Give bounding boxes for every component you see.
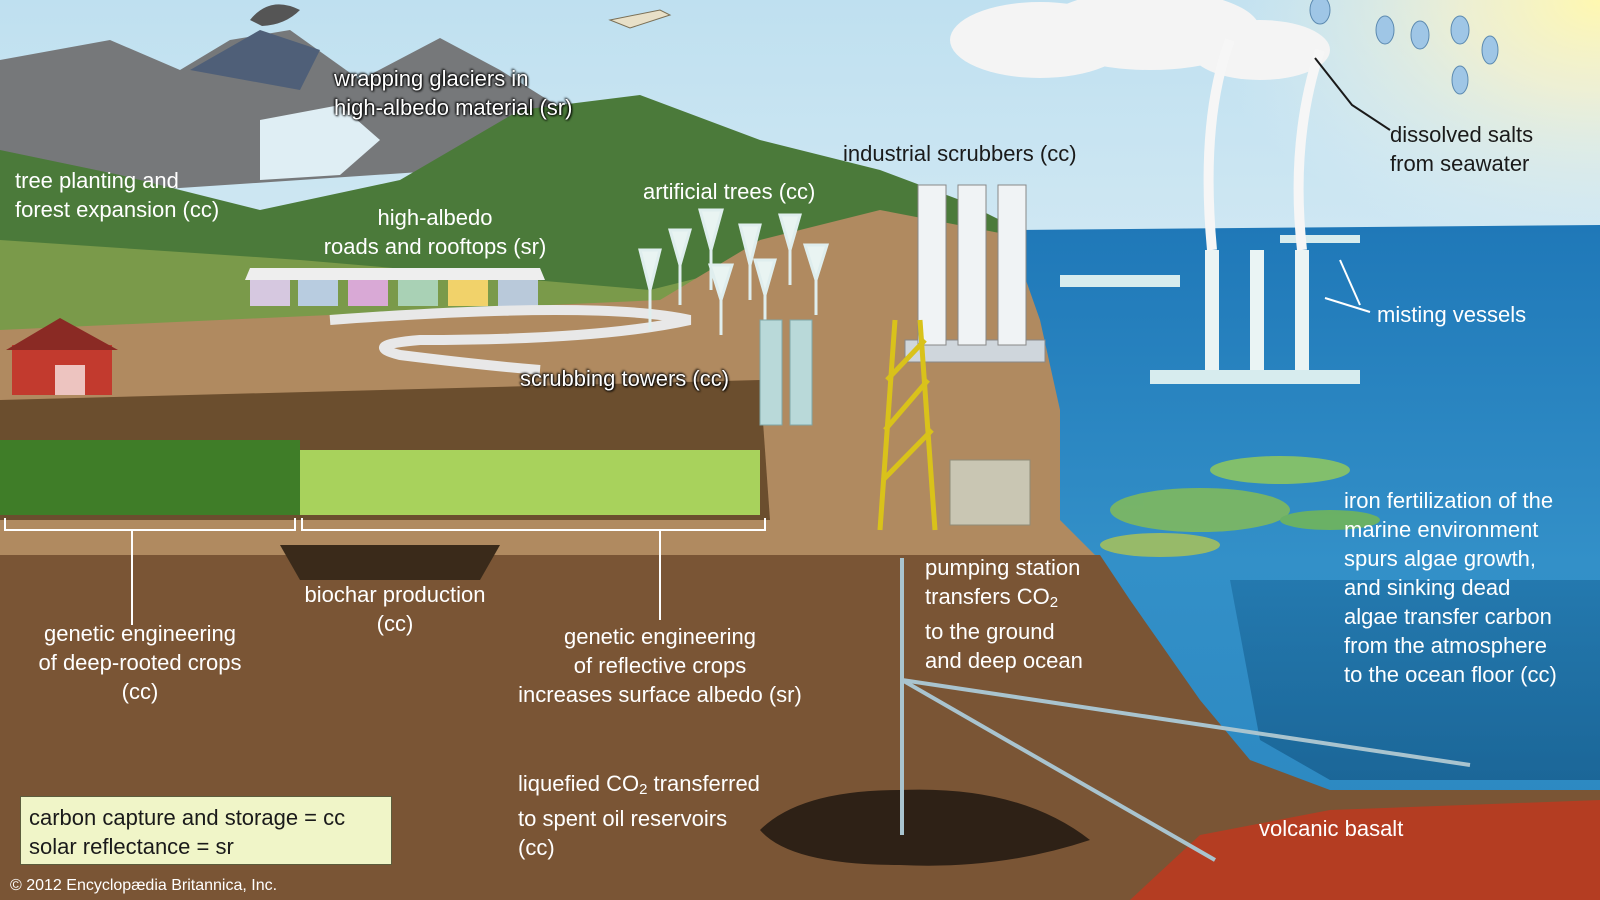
leader-lines-white (4, 259, 1371, 625)
label-liquefied-line3: (cc) (518, 835, 555, 860)
label-liquefied-line1-post: transferred (647, 771, 760, 796)
co2-pipes (900, 558, 1471, 862)
copyright: © 2012 Encyclopædia Britannica, Inc. (10, 877, 278, 894)
label-pumping-line3: to the ground (925, 619, 1055, 644)
label-pumping-line2-text: transfers CO (925, 584, 1050, 609)
label-iron-line5: algae transfer carbon (1344, 604, 1552, 629)
label-roads-line2: roads and rooftops (sr) (323, 234, 547, 259)
underground-soil (0, 555, 1600, 900)
label-iron-line1: iron fertilization of the (1344, 488, 1554, 513)
barn (6, 318, 118, 395)
high-albedo-road (329, 305, 692, 375)
oil-reservoir (760, 789, 1090, 866)
label-biochar-line1: biochar production (304, 582, 486, 607)
label-tree-planting-line2: forest expansion (cc) (15, 197, 220, 222)
label-dissolved-salts-line2: from seawater (1390, 151, 1530, 176)
label-dissolved-salts-line1: dissolved salts (1390, 122, 1534, 147)
label-misting-vessels: misting vessels (1377, 302, 1527, 327)
label-pumping-line2: transfers CO2 (925, 582, 1083, 617)
label-deep-rooted-crops: genetic engineering of deep-rooted crops… (20, 619, 260, 706)
label-pumping-line4: and deep ocean (925, 648, 1083, 673)
algae-bloom (1100, 456, 1380, 557)
label-biochar-line2: (cc) (376, 611, 414, 636)
label-iron-line6: from the atmosphere (1344, 633, 1547, 658)
label-iron-line2: marine environment (1344, 517, 1539, 542)
label-pumping-line2-sub: 2 (1049, 594, 1059, 611)
legend-sr: solar reflectance = sr (29, 834, 234, 859)
misting-vessels (1060, 38, 1360, 384)
label-reflective-crops: genetic engineering of reflective crops … (500, 622, 820, 709)
label-liquefied-line1: liquefied CO2 transferred (518, 769, 760, 804)
label-pumping-line1: pumping station (925, 555, 1081, 580)
label-deep-rooted-line3: (cc) (121, 679, 159, 704)
salt-droplets (1309, 0, 1499, 95)
legend-box: carbon capture and storage = cc solar re… (20, 796, 392, 865)
scrubbing-towers (759, 319, 813, 426)
pump-housing (949, 459, 1031, 526)
label-glaciers-line2: high-albedo material (sr) (334, 95, 573, 120)
label-deep-rooted-line1: genetic engineering (43, 621, 237, 646)
label-dissolved-salts: dissolved salts from seawater (1390, 120, 1533, 178)
industrial-scrubbers (904, 184, 1046, 363)
leader-lines-dark (1314, 57, 1391, 131)
crop-rows (0, 440, 760, 515)
label-iron-line4: and sinking dead (1344, 575, 1511, 600)
label-reflective-line2: of reflective crops (573, 653, 747, 678)
label-scrubbing-towers: scrubbing towers (cc) (520, 366, 730, 391)
label-industrial-scrubbers: industrial scrubbers (cc) (843, 141, 1077, 166)
label-high-albedo-roads: high-albedo roads and rooftops (sr) (310, 203, 560, 261)
label-wrapping-glaciers: wrapping glaciers in high-albedo materia… (334, 64, 572, 122)
airplane (608, 9, 672, 29)
label-glaciers-line1: wrapping glaciers in (334, 66, 529, 91)
label-tree-planting-line1: tree planting and (15, 168, 179, 193)
wrapped-glacier (260, 105, 380, 180)
label-liquefied-line1-pre: liquefied CO (518, 771, 640, 796)
volcanic-basalt-layer (1130, 800, 1600, 900)
label-liquefied-line2: to spent oil reservoirs (518, 806, 728, 831)
label-biochar: biochar production (cc) (280, 580, 510, 638)
label-reflective-line3: increases surface albedo (sr) (518, 682, 802, 707)
artificial-trees (638, 208, 830, 335)
label-pumping-station: pumping station transfers CO2 to the gro… (925, 553, 1083, 675)
label-liquefied-co2: liquefied CO2 transferred to spent oil r… (518, 769, 760, 862)
houses (245, 268, 545, 306)
volcano-smoke (250, 4, 300, 26)
label-deep-rooted-line2: of deep-rooted crops (38, 650, 242, 675)
label-iron-fertilization: iron fertilization of the marine environ… (1344, 486, 1557, 689)
label-artificial-trees: artificial trees (cc) (643, 179, 816, 204)
label-roads-line1: high-albedo (377, 205, 493, 230)
legend-cc: carbon capture and storage = cc (29, 805, 346, 830)
label-tree-planting: tree planting and forest expansion (cc) (15, 166, 219, 224)
biochar-pit (280, 545, 500, 580)
label-reflective-line1: genetic engineering (563, 624, 757, 649)
volcano (190, 30, 320, 90)
label-iron-line3: spurs algae growth, (1344, 546, 1536, 571)
label-liquefied-line1-sub: 2 (639, 781, 648, 798)
pumping-derrick (877, 319, 938, 531)
label-iron-line7: to the ocean floor (cc) (1344, 662, 1557, 687)
label-volcanic-basalt: volcanic basalt (1259, 816, 1404, 841)
deep-ocean (1230, 580, 1600, 780)
